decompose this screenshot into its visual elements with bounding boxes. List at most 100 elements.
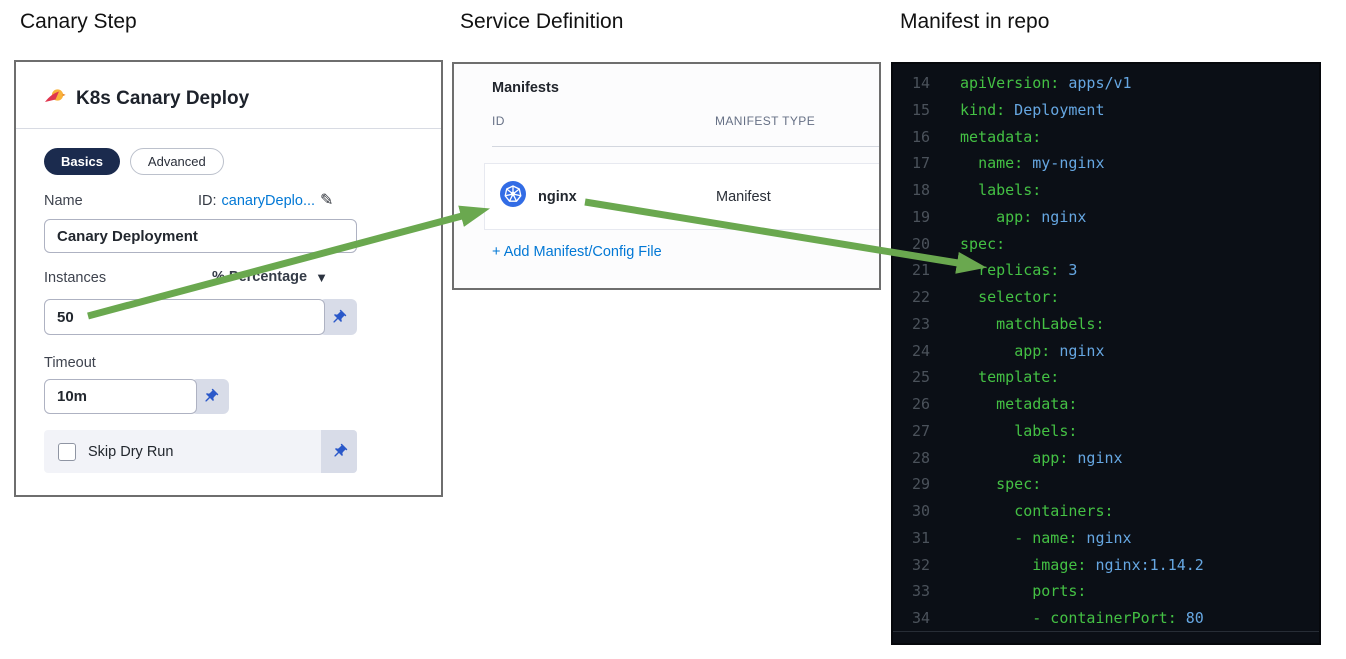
code-line: 15 kind: Deployment	[893, 97, 1319, 124]
canary-step-title: Canary Step	[20, 10, 137, 33]
step-header: K8s Canary Deploy	[44, 86, 249, 111]
code-text: labels:	[1014, 421, 1078, 440]
tab-advanced[interactable]: Advanced	[129, 148, 224, 175]
code-line: 16 metadata:	[893, 124, 1319, 151]
step-id: ID: canaryDeplo... ✎	[198, 192, 334, 210]
column-header-manifest-type: MANIFEST TYPE	[715, 114, 816, 128]
code-line: 21 replicas: 3	[893, 257, 1319, 284]
code-text: - containerPort: 80	[1032, 609, 1204, 627]
line-number: 20	[911, 234, 930, 253]
skip-dry-run-label: Skip Dry Run	[88, 443, 174, 460]
service-definition-panel: Manifests ID MANIFEST TYPE nginx	[452, 62, 881, 290]
code-text: image: nginx:1.14.2	[1032, 555, 1204, 574]
line-number: 23	[911, 314, 930, 333]
step-heading: K8s Canary Deploy	[76, 87, 250, 109]
editor-footer	[893, 631, 1319, 643]
code-line: 28 app: nginx	[893, 445, 1319, 472]
code-line: 30 containers:	[893, 498, 1319, 525]
manifest-type-cell: Manifest	[716, 188, 771, 205]
line-number: 25	[911, 368, 930, 387]
skip-dry-run-row: Skip Dry Run	[44, 430, 357, 473]
code-text: metadata:	[960, 127, 1042, 146]
code-line: 33 ports:	[893, 578, 1319, 605]
pin-icon	[330, 309, 347, 326]
code-text: matchLabels:	[996, 314, 1105, 333]
timeout-field	[44, 379, 229, 414]
line-number: 32	[911, 555, 930, 574]
code-line: 24 app: nginx	[893, 338, 1319, 365]
line-number: 15	[911, 100, 930, 119]
code-text: apiVersion: apps/v1	[960, 74, 1132, 92]
code-line: 25 template:	[893, 364, 1319, 391]
code-text: ports:	[1032, 582, 1087, 601]
code-line: 31 - name: nginx	[893, 525, 1319, 552]
line-number: 29	[911, 475, 930, 494]
unit-label: % Percentage	[212, 269, 308, 285]
timeout-input[interactable]	[44, 379, 197, 414]
pin-icon	[331, 443, 348, 460]
line-number: 18	[911, 181, 930, 199]
table-divider	[492, 146, 879, 147]
service-definition-title: Service Definition	[460, 10, 624, 33]
name-input[interactable]	[44, 219, 357, 253]
code-text: metadata:	[996, 395, 1078, 413]
instances-input[interactable]	[44, 299, 325, 335]
instances-label: Instances	[44, 270, 107, 286]
code-text: app: nginx	[1014, 341, 1105, 360]
canary-step-panel: K8s Canary Deploy Basics Advanced Name I…	[14, 60, 443, 497]
code-text: app: nginx	[996, 207, 1087, 226]
manifest-id-cell: nginx	[538, 188, 577, 205]
code-line: 27 labels:	[893, 418, 1319, 445]
code-text: kind: Deployment	[960, 100, 1105, 119]
line-number: 31	[911, 528, 930, 547]
line-number: 28	[911, 448, 930, 467]
id-value-link[interactable]: canaryDeplo...	[221, 193, 316, 209]
line-number: 26	[911, 395, 930, 413]
code-line: 32 image: nginx:1.14.2	[893, 552, 1319, 579]
code-text: app: nginx	[1032, 448, 1123, 467]
add-manifest-link[interactable]: + Add Manifest/Config File	[492, 244, 662, 260]
instances-field	[44, 299, 357, 335]
code-text: name: my-nginx	[978, 154, 1105, 173]
instances-unit-dropdown[interactable]: % Percentage ▼	[212, 269, 328, 285]
code-text: spec:	[996, 475, 1042, 494]
name-label: Name	[44, 193, 83, 209]
skip-dry-run-pin-button[interactable]	[321, 430, 357, 473]
caret-down-icon: ▼	[315, 269, 328, 285]
line-number: 24	[911, 341, 930, 360]
code-line: 17 name: my-nginx	[893, 150, 1319, 177]
code-line: 18 labels:	[893, 177, 1319, 204]
line-number: 17	[911, 154, 930, 173]
code-line: 26 metadata:	[893, 391, 1319, 418]
column-header-id: ID	[492, 114, 505, 128]
line-number: 14	[911, 74, 930, 92]
step-tabs: Basics Advanced	[44, 148, 224, 175]
line-number: 30	[911, 502, 930, 520]
pencil-icon[interactable]: ✎	[320, 192, 334, 209]
timeout-label: Timeout	[44, 355, 96, 371]
line-number: 33	[911, 582, 930, 601]
pin-icon	[202, 388, 219, 405]
code-line: 34 - containerPort: 80	[893, 605, 1319, 632]
code-text: containers:	[1014, 502, 1114, 520]
manifest-row-nginx[interactable]: nginx Manifest	[484, 163, 879, 230]
code-text: replicas: 3	[978, 261, 1078, 280]
line-number: 22	[911, 288, 930, 306]
line-number: 34	[911, 609, 930, 627]
code-text: - name: nginx	[1014, 528, 1132, 547]
manifest-in-repo-title: Manifest in repo	[900, 10, 1050, 33]
code-text: template:	[978, 368, 1060, 387]
id-prefix: ID:	[198, 193, 217, 209]
code-text: selector:	[978, 288, 1060, 306]
line-number: 19	[911, 207, 930, 226]
timeout-pin-button[interactable]	[191, 379, 229, 414]
line-number: 16	[911, 127, 930, 146]
tab-basics[interactable]: Basics	[44, 148, 120, 175]
code-line: 29 spec:	[893, 471, 1319, 498]
skip-dry-run-checkbox[interactable]	[58, 442, 76, 461]
code-line: 14 apiVersion: apps/v1	[893, 70, 1319, 97]
code-text: labels:	[978, 181, 1042, 199]
canary-bird-icon	[44, 86, 66, 111]
